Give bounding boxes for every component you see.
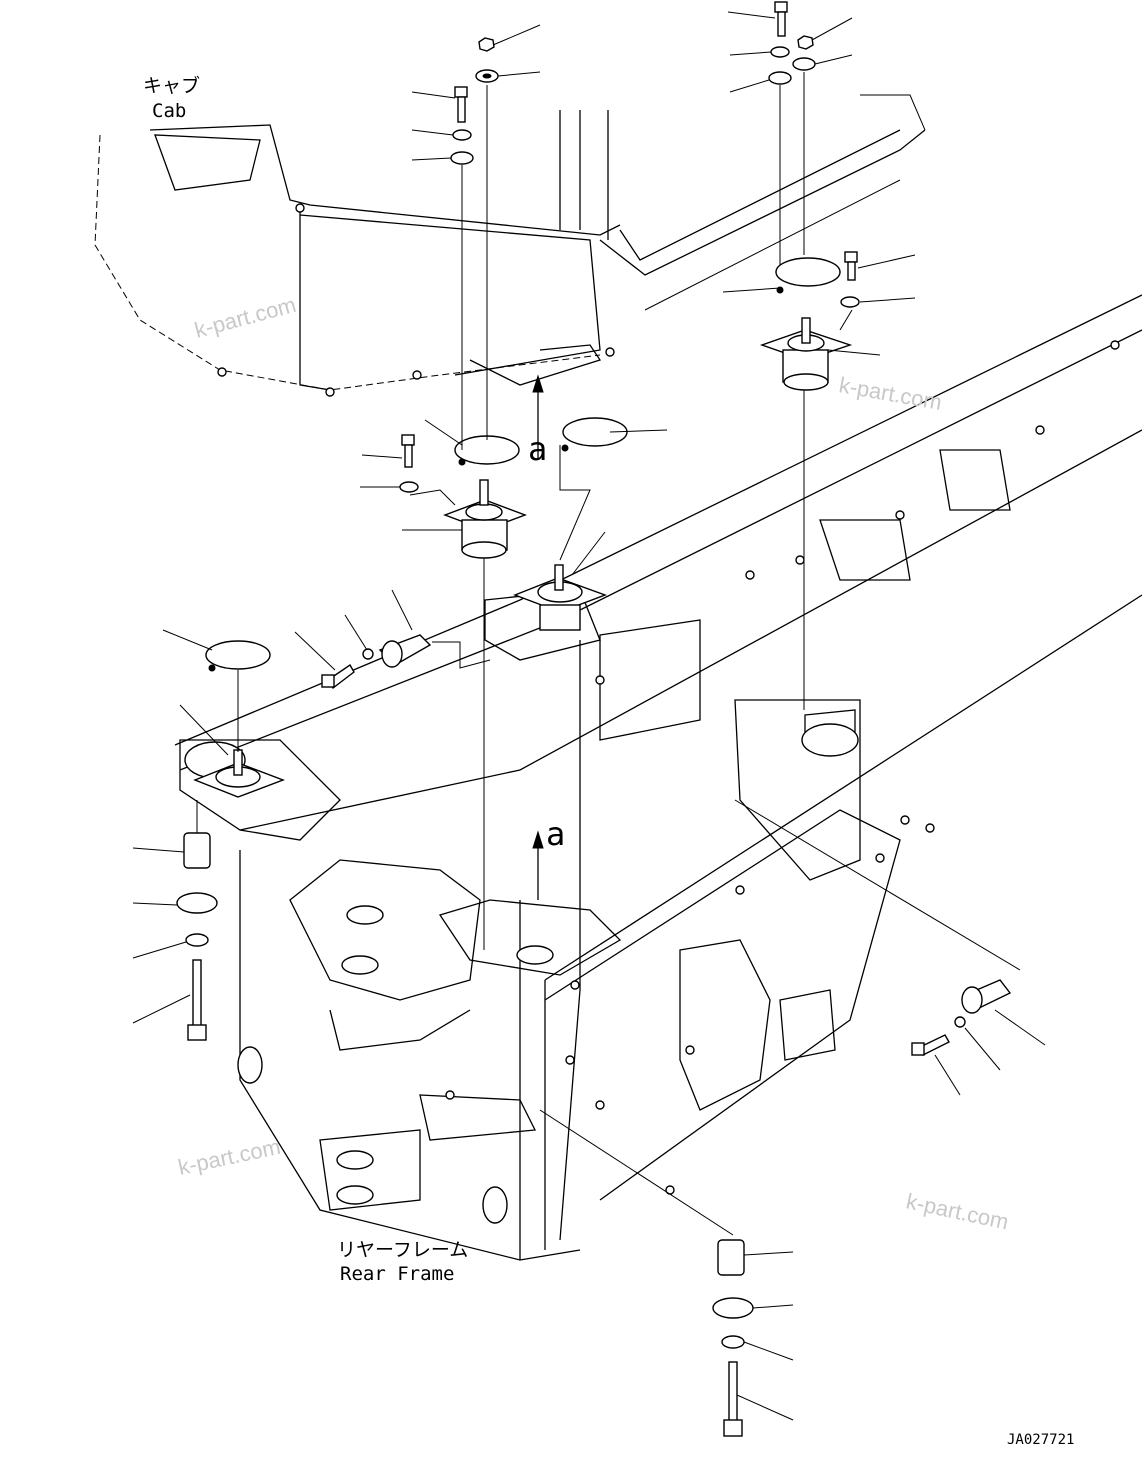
rear-frame-label-jp: リヤーフレーム	[337, 1239, 468, 1261]
view-arrow-upper	[532, 374, 544, 460]
leader-lines	[132, 11, 1046, 1421]
cab-label-jp: キャブ	[143, 74, 200, 97]
cab-label-en: Cab	[152, 100, 186, 122]
cab-outline	[94, 94, 926, 397]
watermark-1: k-part.com	[192, 292, 299, 343]
cab-mount-right[interactable]	[759, 317, 853, 391]
hardware[interactable]	[176, 1, 1012, 1437]
cover-plates[interactable]	[205, 257, 841, 672]
assembly-center-lines	[196, 72, 1021, 1236]
rear-frame-label-en: Rear Frame	[340, 1263, 454, 1285]
cab-mount-center[interactable]	[443, 479, 527, 559]
watermark-2: k-part.com	[837, 372, 944, 415]
watermark-3: k-part.com	[176, 1134, 283, 1180]
cab-mount-center-right[interactable]	[513, 564, 608, 631]
drawing-number: JA027721	[1007, 1432, 1074, 1448]
view-arrow-lower	[532, 830, 544, 900]
cab-mount-left[interactable]	[193, 749, 285, 798]
rear-frame-outline	[174, 294, 1142, 1261]
view-a-label-lower: a	[546, 815, 565, 853]
view-a-label-upper: a	[528, 430, 547, 468]
watermark-4: k-part.com	[904, 1188, 1011, 1234]
